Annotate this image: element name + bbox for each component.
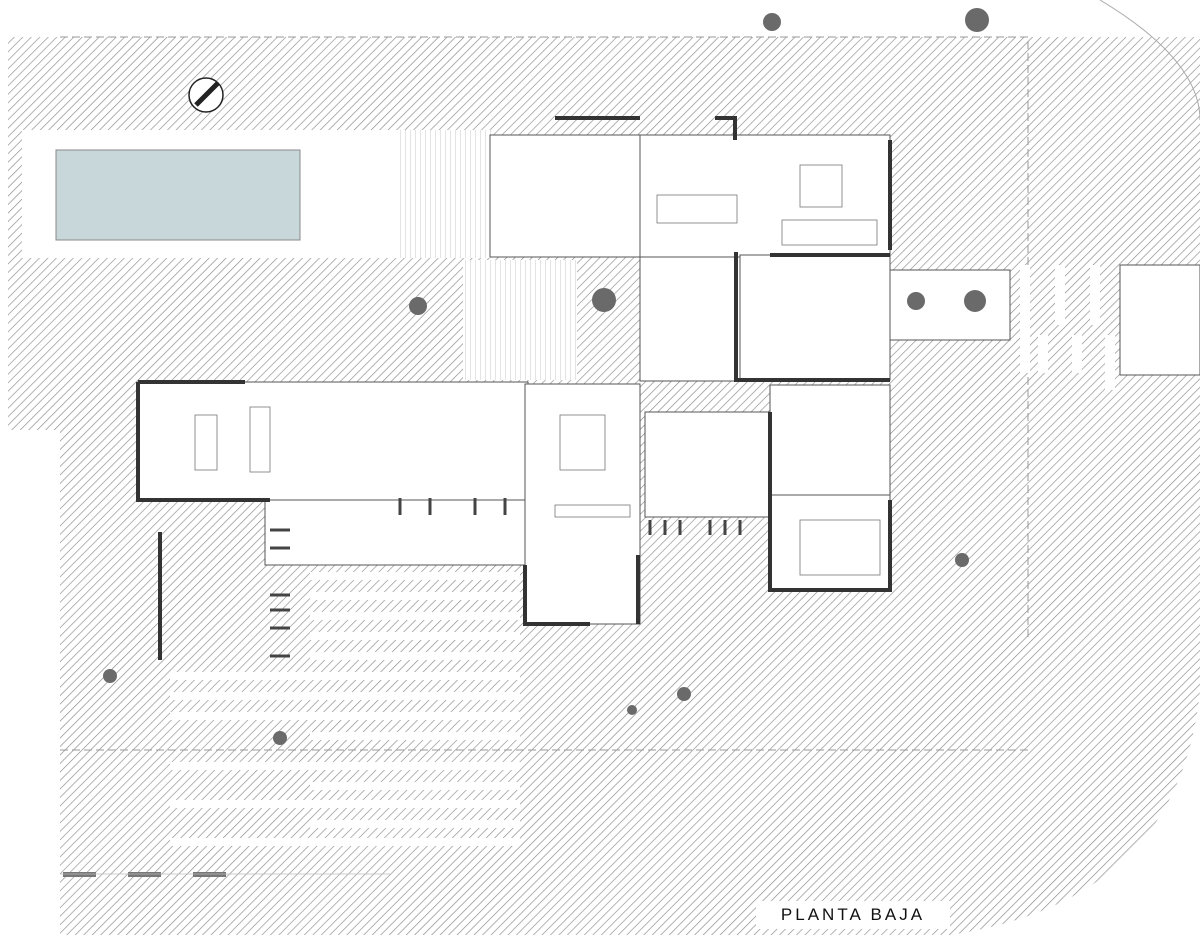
corridor-left [264, 499, 526, 566]
pool [55, 149, 301, 241]
house [137, 134, 1200, 625]
room-bedroom [769, 494, 891, 591]
furniture [194, 164, 881, 576]
room-dining [524, 383, 641, 625]
north-arrow-icon [188, 77, 224, 113]
room-living [639, 134, 891, 258]
tree-icon [103, 8, 989, 745]
stepping-stones [1020, 265, 1115, 390]
room-bath [769, 384, 891, 496]
site-curve [1099, 0, 1200, 121]
room-center [644, 411, 771, 518]
room-upper-left [489, 134, 641, 258]
pergola-beams [270, 498, 742, 658]
wood-deck-stairs [400, 130, 492, 258]
right-path [1119, 264, 1200, 376]
property-line [60, 36, 1029, 751]
wood-deck-center [463, 260, 577, 380]
walls [136, 116, 892, 660]
drawing-title: PLANTA BAJA [756, 901, 950, 929]
deck-slats [170, 572, 520, 846]
wing-left [137, 381, 529, 501]
room-gallery [739, 254, 891, 381]
stair-hall [639, 256, 741, 382]
scale-bar [60, 872, 390, 877]
